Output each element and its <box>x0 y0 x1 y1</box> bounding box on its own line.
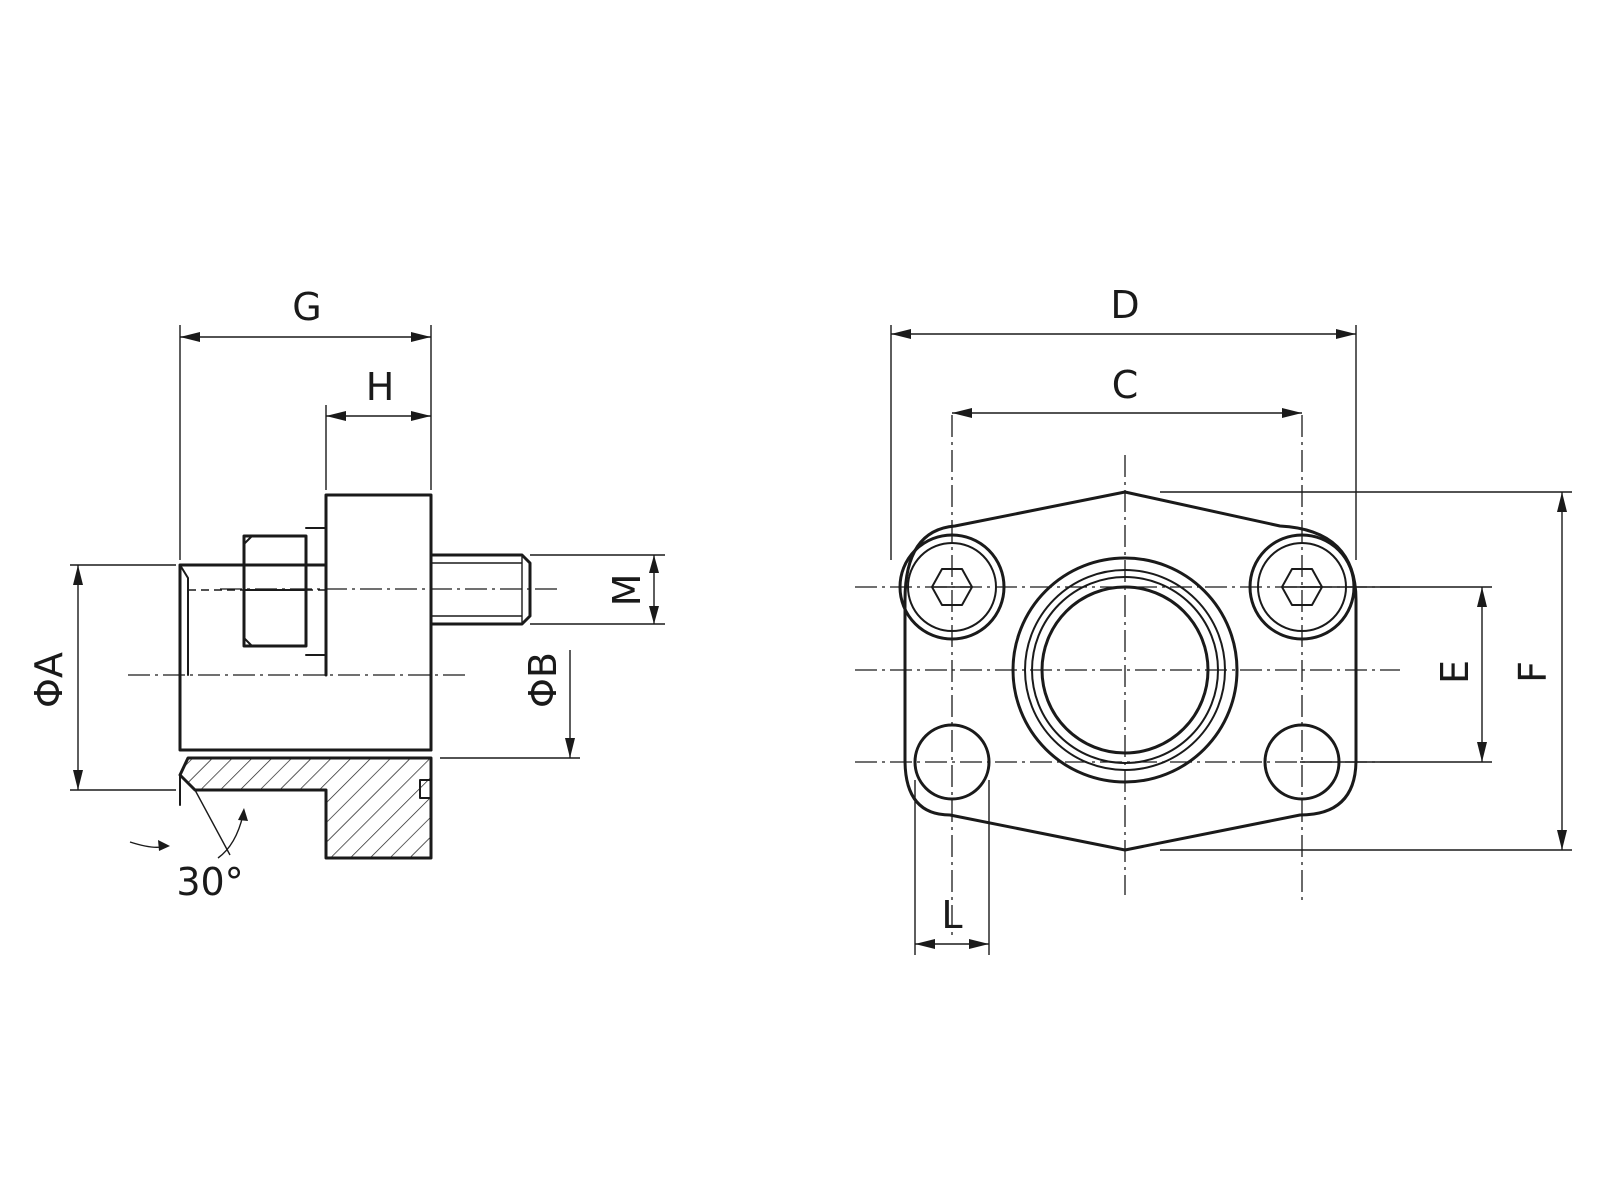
bolt-head <box>242 534 308 648</box>
arrow <box>326 411 346 421</box>
angle-arrow-2 <box>238 808 248 821</box>
angle-arrow <box>158 840 170 851</box>
dim-label-e: E <box>1433 660 1477 684</box>
arrow <box>411 411 431 421</box>
chamfer-angle-line <box>194 789 231 856</box>
section-hatch <box>178 756 433 860</box>
arrow <box>1557 492 1567 512</box>
arrow <box>915 939 935 949</box>
arrow <box>411 332 431 342</box>
spigot-outline <box>178 563 433 752</box>
arrow <box>565 738 575 758</box>
arrow <box>1477 587 1487 607</box>
arrow <box>649 606 659 624</box>
spigot-chamfer-edge <box>179 564 189 676</box>
flange-body-outline <box>324 493 433 752</box>
dim-label-g: G <box>292 285 321 329</box>
arrow <box>1282 408 1302 418</box>
bolt-head-chamfer <box>243 527 327 656</box>
dim-label-l: L <box>941 893 962 937</box>
arrow <box>649 555 659 573</box>
dim-label-c: C <box>1112 363 1139 407</box>
dim-label-m: M <box>605 574 649 607</box>
dim-label-f: F <box>1511 661 1555 683</box>
dim-label-b: ΦB <box>521 652 565 708</box>
arrow <box>1477 742 1487 762</box>
front-view <box>855 325 1572 955</box>
arrow <box>73 565 83 585</box>
angle-arc-2 <box>217 814 244 859</box>
side-view <box>70 325 665 860</box>
arrow <box>73 770 83 790</box>
arrow <box>952 408 972 418</box>
angle-label: 30° <box>176 860 243 904</box>
dim-label-d: D <box>1110 283 1139 327</box>
arrow <box>1336 329 1356 339</box>
dim-label-h: H <box>366 365 395 409</box>
dim-label-a: ΦA <box>27 652 71 708</box>
arrow <box>969 939 989 949</box>
arrow <box>891 329 911 339</box>
o-ring-groove <box>419 779 432 799</box>
arrow <box>180 332 200 342</box>
arrow <box>1557 830 1567 850</box>
